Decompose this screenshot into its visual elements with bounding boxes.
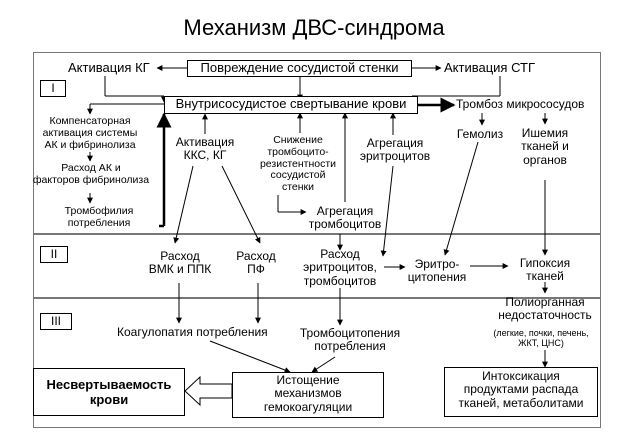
- organs-list: (легкие, почки, печень, ЖКТ, ЦНС): [493, 328, 589, 349]
- erythrocyte-aggregation: Агрегация эритроцитов: [359, 136, 431, 164]
- consumption-pf: Расход ПФ: [236, 249, 276, 277]
- hemolysis: Гемолиз: [456, 127, 504, 141]
- vessel-damage-box: [187, 60, 412, 77]
- multiorgan-failure: Полиорганная недостаточность: [498, 295, 592, 323]
- arrow-eryagg-to-cells: [380, 165, 394, 257]
- exhaustion-box: [232, 372, 384, 418]
- consumption-vmk: Расход ВМК и ППК: [148, 249, 212, 277]
- ischemia: Ишемия тканей и органов: [521, 126, 569, 167]
- stage-label-three: III: [40, 313, 72, 330]
- tissue-hypoxia: Гипоксия тканей: [519, 256, 571, 284]
- exhaustion: Истощение механизмов гемокоагуляции: [263, 373, 353, 414]
- page-title: Механизм ДВС-синдрома: [183, 15, 445, 40]
- activation-kks: Активация ККС, КГ: [175, 135, 235, 163]
- arrow-coagulopathy-to-exhaustion: [209, 340, 291, 373]
- stage-label-two: II: [40, 246, 68, 263]
- arrow-hemolysis-to-erythrocytopenia: [443, 141, 479, 256]
- consumption-coagulopathy: Коагулопатия потребления: [117, 325, 268, 339]
- arrow-kks-to-vmk: [173, 165, 194, 244]
- intravascular-clotting-box: [164, 96, 418, 114]
- non-clotting: Несвертываемость крови: [46, 377, 172, 407]
- intoxication-box: [444, 367, 598, 417]
- compensatory-activation: Компенсаторная активация системы АК и фи…: [42, 115, 138, 151]
- stage-panel-three: [33, 298, 601, 428]
- non-clotting-box: [33, 368, 185, 416]
- stage-label-one: I: [40, 80, 66, 97]
- consumption-cells: Расход эритроцитов, тромбоцитов: [303, 247, 377, 288]
- arrow-kks-to-pf: [221, 165, 261, 244]
- intravascular-clotting: Внутрисосудистое свертывание крови: [175, 96, 407, 111]
- intoxication: Интоксикация продуктами распада тканей, …: [458, 369, 584, 410]
- activation-stg: Активация СТГ: [444, 60, 536, 75]
- hollow-arrow-exhaustion-to-nonclotting: [184, 375, 233, 407]
- platelet-aggregation: Агрегация тромбоцитов: [308, 204, 382, 232]
- microvessel-thrombosis: Тромбоз микрососудов: [456, 97, 585, 111]
- vessel-damage: Повреждение сосудистой стенки: [200, 60, 399, 75]
- reduced-resistance: Снижение тромбоцито- резистентности сосу…: [259, 134, 337, 193]
- consumption-thrombophilia: Тромбофилия потребления: [64, 205, 134, 229]
- erythrocytopenia: Эритро- цитопения: [407, 257, 467, 285]
- consumption-ak: Расход АК и факторов фибринолиза: [32, 162, 150, 186]
- activation-kg: Активация КГ: [68, 60, 150, 75]
- stage-panel-one: [33, 52, 601, 234]
- arrow-thrombocytopenia-to-exhaustion: [311, 356, 336, 373]
- stage-panel-two: [33, 234, 601, 298]
- consumption-thrombocytopenia: Тромбоцитопения потребления: [299, 326, 401, 354]
